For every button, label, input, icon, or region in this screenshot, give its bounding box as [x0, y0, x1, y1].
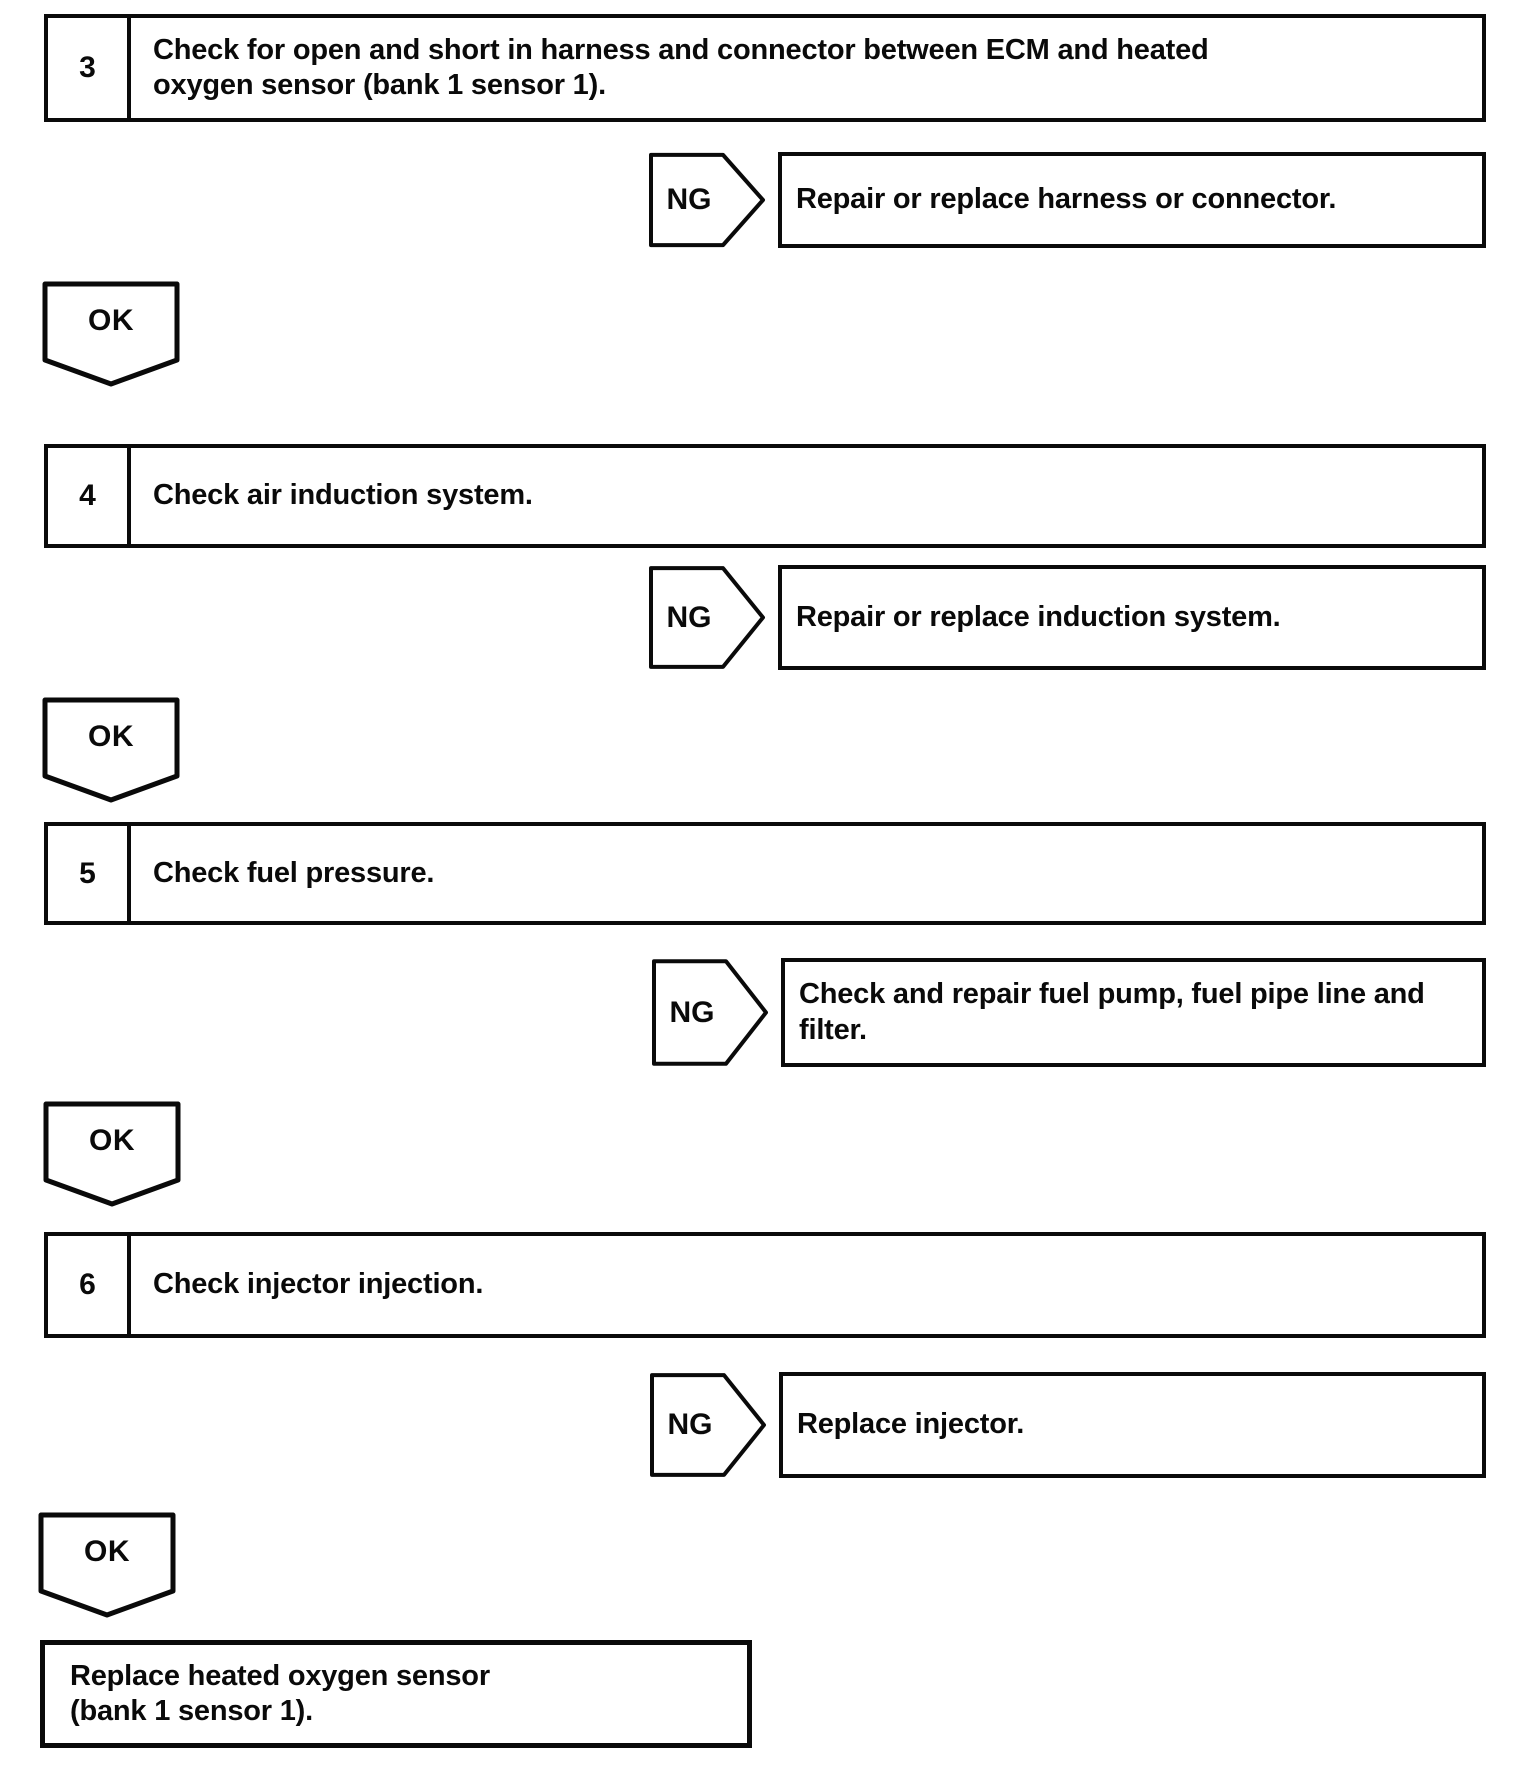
- ng-arrow-icon: NG: [650, 1372, 767, 1478]
- step-instruction: Check injector injection.: [153, 1268, 484, 1301]
- ng-label: NG: [669, 995, 715, 1029]
- step-instruction-cell: Check for open and short in harness and …: [131, 18, 1482, 118]
- ok-label: OK: [84, 1535, 130, 1568]
- ok-connector: OK: [43, 1101, 181, 1207]
- step-number: 5: [48, 826, 131, 921]
- ng-branch-row: NG Repair or replace harness or connecto…: [649, 152, 1486, 248]
- step-box: 3 Check for open and short in harness an…: [44, 14, 1486, 122]
- ng-arrow-icon: NG: [652, 958, 769, 1067]
- step-instruction-cell: Check air induction system.: [131, 448, 1482, 544]
- ng-label: NG: [666, 183, 712, 216]
- ng-pentagon-shape: [652, 958, 769, 1067]
- ok-connector: OK: [42, 281, 180, 387]
- ng-pentagon-shape: [650, 1372, 767, 1478]
- ng-pentagon-shape: [649, 565, 766, 670]
- ng-branch-row: NG Repair or replace induction system.: [649, 565, 1486, 670]
- ok-label: OK: [89, 1124, 135, 1157]
- ok-arrow-icon: [42, 281, 180, 387]
- ng-action-box: Replace injector.: [779, 1372, 1486, 1478]
- ng-arrow-icon: NG: [649, 152, 766, 248]
- ng-action-box: Check and repair fuel pump, fuel pipe li…: [781, 958, 1486, 1067]
- ng-arrow-icon: NG: [649, 565, 766, 670]
- ng-action-box: Repair or replace induction system.: [778, 565, 1486, 670]
- step-number: 4: [48, 448, 131, 544]
- ng-label: NG: [667, 1408, 713, 1441]
- ok-connector: OK: [42, 697, 180, 803]
- ok-connector: OK: [38, 1512, 176, 1618]
- ok-label: OK: [88, 304, 134, 337]
- final-action-text: Replace heated oxygen sensor (bank 1 sen…: [70, 1659, 490, 1727]
- step-box: 4 Check air induction system.: [44, 444, 1486, 548]
- ng-action-text: Check and repair fuel pump, fuel pipe li…: [799, 978, 1425, 1046]
- step-instruction: Check for open and short in harness and …: [153, 33, 1209, 101]
- step-box: 6 Check injector injection.: [44, 1232, 1486, 1338]
- ng-branch-row: NG Replace injector.: [650, 1372, 1486, 1478]
- step-number: 3: [48, 18, 131, 118]
- ng-action-text: Replace injector.: [797, 1408, 1025, 1441]
- ng-action-text: Repair or replace harness or connector.: [796, 183, 1337, 216]
- step-instruction-cell: Check injector injection.: [131, 1236, 1482, 1334]
- ng-label: NG: [666, 600, 712, 634]
- ok-arrow-icon: [38, 1512, 176, 1618]
- step-instruction: Check air induction system.: [153, 479, 533, 512]
- ok-label: OK: [88, 720, 134, 753]
- final-action-box: Replace heated oxygen sensor (bank 1 sen…: [40, 1640, 752, 1748]
- ok-arrow-icon: [42, 697, 180, 803]
- step-instruction: Check fuel pressure.: [153, 856, 435, 889]
- step-box: 5 Check fuel pressure.: [44, 822, 1486, 925]
- ng-pentagon-shape: [649, 152, 766, 248]
- ng-action-box: Repair or replace harness or connector.: [778, 152, 1486, 248]
- ok-arrow-icon: [43, 1101, 181, 1207]
- ng-action-text: Repair or replace induction system.: [796, 600, 1281, 633]
- ng-branch-row: NG Check and repair fuel pump, fuel pipe…: [652, 958, 1486, 1067]
- step-instruction-cell: Check fuel pressure.: [131, 826, 1482, 921]
- step-number: 6: [48, 1236, 131, 1334]
